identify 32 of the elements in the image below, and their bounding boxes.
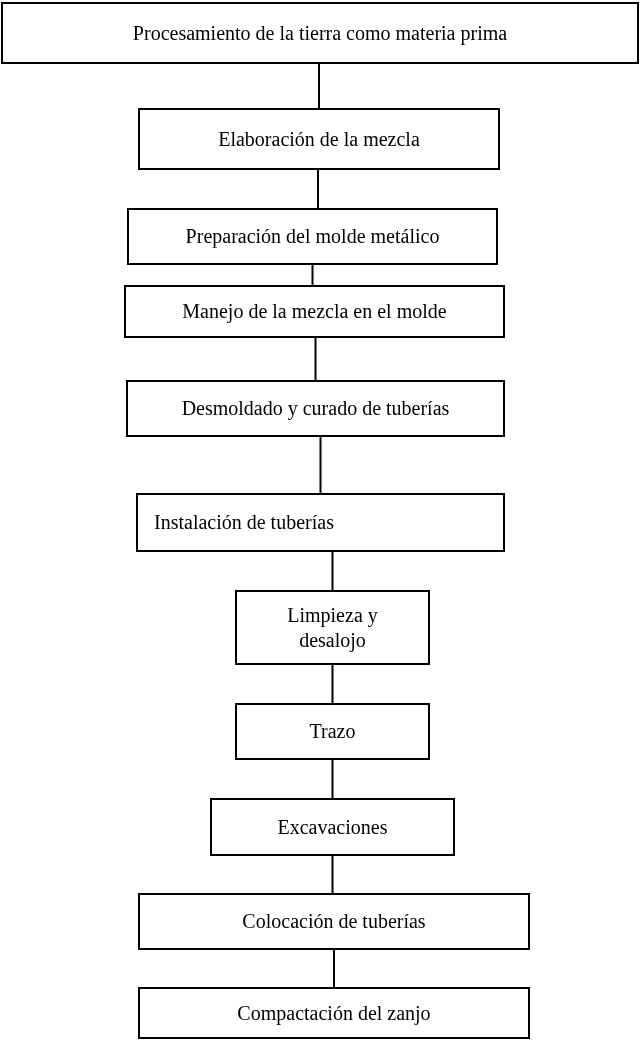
process-box	[235, 590, 430, 665]
step-label: Procesamiento de la tierra como materia prima	[132, 20, 508, 46]
connector-line	[333, 949, 335, 988]
step-label: Excavaciones	[277, 814, 388, 840]
process-box	[124, 285, 505, 338]
step-label: Limpieza y desalojo	[286, 602, 379, 653]
connector-line	[331, 855, 334, 894]
connector-line	[319, 436, 322, 494]
process-box	[138, 987, 530, 1039]
connector-line	[331, 664, 334, 704]
process-box	[1, 2, 639, 64]
connector-line	[318, 63, 320, 109]
step-label: Compactación del zanjo	[237, 1000, 431, 1026]
step-label: Desmoldado y curado de tuberías	[181, 396, 450, 421]
connector-line	[317, 169, 319, 209]
step-label: Instalación de tuberías	[154, 510, 334, 535]
connector-line	[314, 337, 317, 381]
process-box	[126, 380, 505, 437]
process-box	[235, 703, 430, 760]
process-box	[138, 108, 500, 170]
process-box	[138, 893, 530, 950]
connector-line	[331, 759, 334, 799]
step-label: Preparación del molde metálico	[185, 224, 440, 249]
process-box	[136, 493, 505, 552]
step-label: Trazo	[309, 719, 356, 744]
connector-line	[311, 264, 314, 286]
process-box	[127, 208, 498, 265]
process-box	[210, 798, 455, 856]
connector-line	[331, 551, 334, 591]
step-label: Elaboración de la mezcla	[218, 126, 420, 152]
step-label: Colocación de tuberías	[242, 909, 426, 934]
step-label: Manejo de la mezcla en el molde	[182, 299, 447, 324]
